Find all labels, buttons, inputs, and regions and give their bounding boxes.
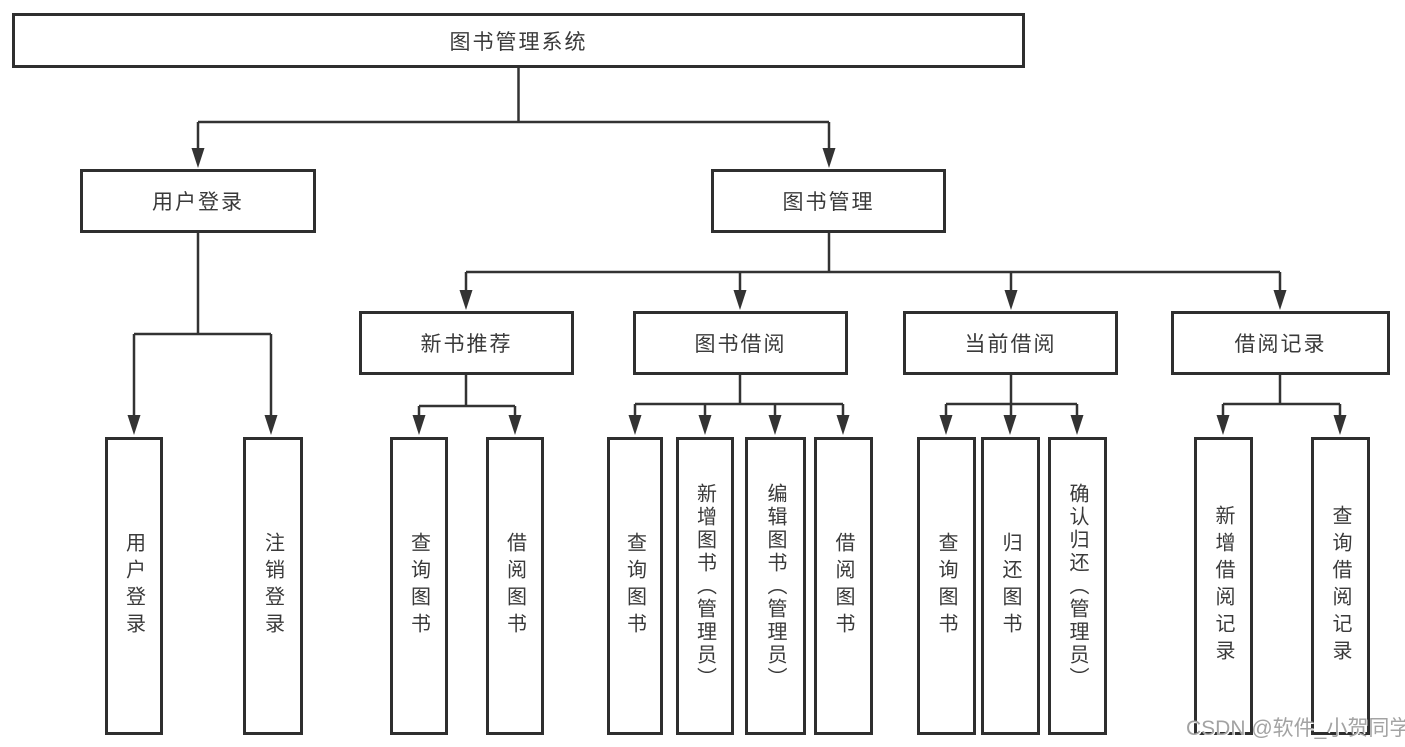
node-book-borrow: 图书借阅 bbox=[633, 311, 848, 375]
node-label: 新书推荐 bbox=[420, 333, 513, 356]
leaf-edit-book-admin: 编辑图书（管理员） bbox=[745, 437, 806, 735]
leaf-query-books-3: 查询图书 bbox=[917, 437, 976, 735]
leaf-query-books-2: 查询图书 bbox=[607, 437, 663, 735]
node-label: 用户登录 bbox=[122, 532, 145, 640]
node-label: 确认归还（管理员） bbox=[1066, 482, 1088, 690]
node-label: 编辑图书（管理员） bbox=[764, 482, 786, 690]
node-label: 新增借阅记录 bbox=[1212, 505, 1234, 667]
arrow-down-icon bbox=[412, 415, 426, 435]
leaf-add-book-admin: 新增图书（管理员） bbox=[676, 437, 734, 735]
node-label: 查询图书 bbox=[407, 532, 430, 640]
leaf-return-book: 归还图书 bbox=[981, 437, 1040, 735]
arrow-down-icon bbox=[191, 148, 205, 168]
arrow-down-icon bbox=[508, 415, 522, 435]
connector-lines bbox=[132, 68, 1342, 423]
arrow-down-icon bbox=[628, 415, 642, 435]
node-root: 图书管理系统 bbox=[12, 13, 1025, 68]
arrow-down-icon bbox=[1333, 415, 1347, 435]
arrow-down-icon bbox=[698, 415, 712, 435]
node-label: 查询图书 bbox=[623, 532, 646, 640]
leaf-borrow-books-1: 借阅图书 bbox=[486, 437, 544, 735]
arrow-down-icon bbox=[768, 415, 782, 435]
arrow-down-icon bbox=[1003, 415, 1017, 435]
node-new-book-recommend: 新书推荐 bbox=[359, 311, 574, 375]
node-label: 当前借阅 bbox=[964, 333, 1057, 356]
node-label: 借阅图书 bbox=[503, 532, 526, 640]
node-user-login: 用户登录 bbox=[80, 169, 316, 233]
leaf-user-login: 用户登录 bbox=[105, 437, 163, 735]
leaf-query-books-1: 查询图书 bbox=[390, 437, 448, 735]
leaf-confirm-return-admin: 确认归还（管理员） bbox=[1048, 437, 1107, 735]
node-label: 查询图书 bbox=[935, 532, 957, 640]
node-label: 新增图书（管理员） bbox=[693, 482, 716, 690]
arrow-down-icon bbox=[1273, 290, 1287, 310]
arrow-down-icon bbox=[264, 415, 278, 435]
node-label: 借阅记录 bbox=[1234, 333, 1327, 356]
arrow-down-icon bbox=[459, 290, 473, 310]
arrow-down-icon bbox=[1070, 415, 1084, 435]
node-current-borrow: 当前借阅 bbox=[903, 311, 1118, 375]
node-label: 图书借阅 bbox=[694, 333, 787, 356]
arrow-down-icon bbox=[836, 415, 850, 435]
node-label: 借阅图书 bbox=[832, 532, 854, 640]
node-label: 图书管理系统 bbox=[449, 30, 588, 54]
leaf-add-borrow-record: 新增借阅记录 bbox=[1194, 437, 1253, 735]
leaf-logout: 注销登录 bbox=[243, 437, 303, 735]
node-book-management: 图书管理 bbox=[711, 169, 946, 233]
arrow-down-icon bbox=[1216, 415, 1230, 435]
arrowheads bbox=[127, 148, 1347, 435]
arrow-down-icon bbox=[1004, 290, 1018, 310]
arrow-down-icon bbox=[127, 415, 141, 435]
watermark-text: CSDN @软件_小贺同学 bbox=[1186, 717, 1405, 740]
node-label: 图书管理 bbox=[782, 191, 875, 214]
arrow-down-icon bbox=[733, 290, 747, 310]
arrow-down-icon bbox=[822, 148, 836, 168]
node-label: 注销登录 bbox=[261, 532, 284, 640]
leaf-query-borrow-record: 查询借阅记录 bbox=[1311, 437, 1370, 735]
node-label: 用户登录 bbox=[152, 191, 244, 214]
node-borrow-records: 借阅记录 bbox=[1171, 311, 1390, 375]
arrow-down-icon bbox=[939, 415, 953, 435]
leaf-borrow-books-2: 借阅图书 bbox=[814, 437, 873, 735]
node-label: 归还图书 bbox=[999, 532, 1021, 640]
node-label: 查询借阅记录 bbox=[1329, 505, 1351, 667]
